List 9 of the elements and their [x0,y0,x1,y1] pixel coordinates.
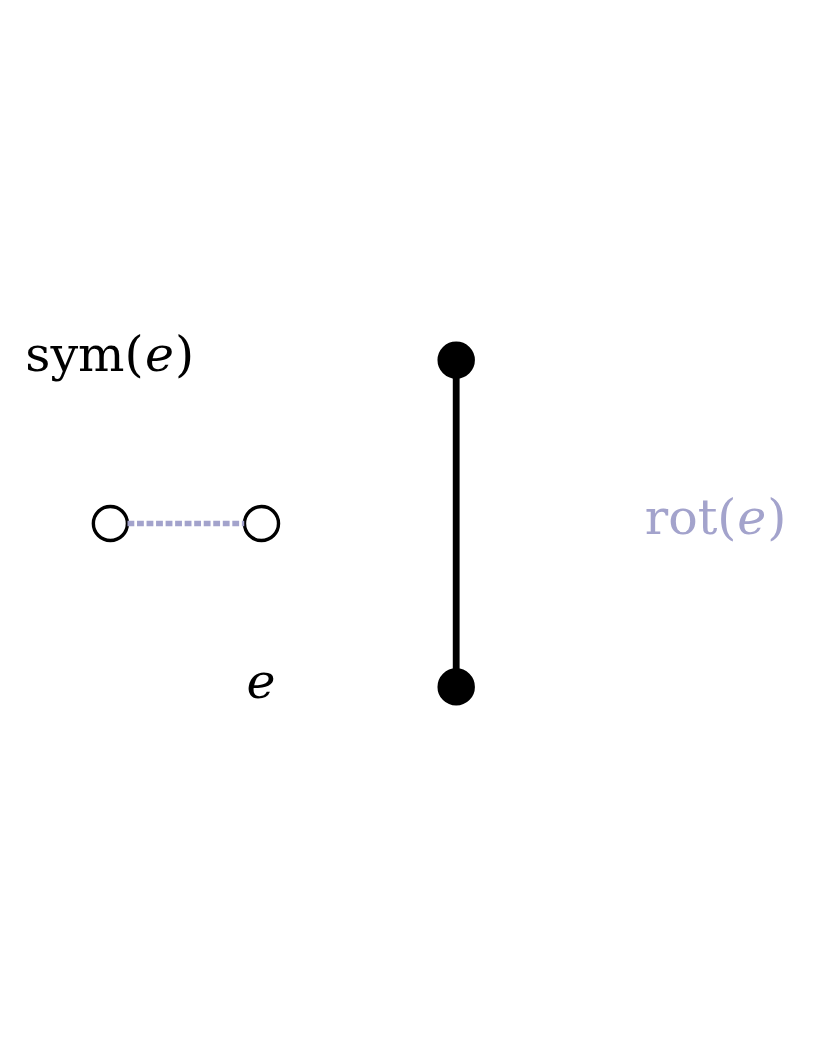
label: e [246,652,276,710]
node-circle [242,504,281,543]
connector [452,377,460,670]
node-circle [91,504,130,543]
node-circle [437,668,475,706]
label: sym(e) [25,325,195,383]
connector [127,520,245,527]
label: rot(e) [644,489,787,547]
node-circle [437,341,475,379]
